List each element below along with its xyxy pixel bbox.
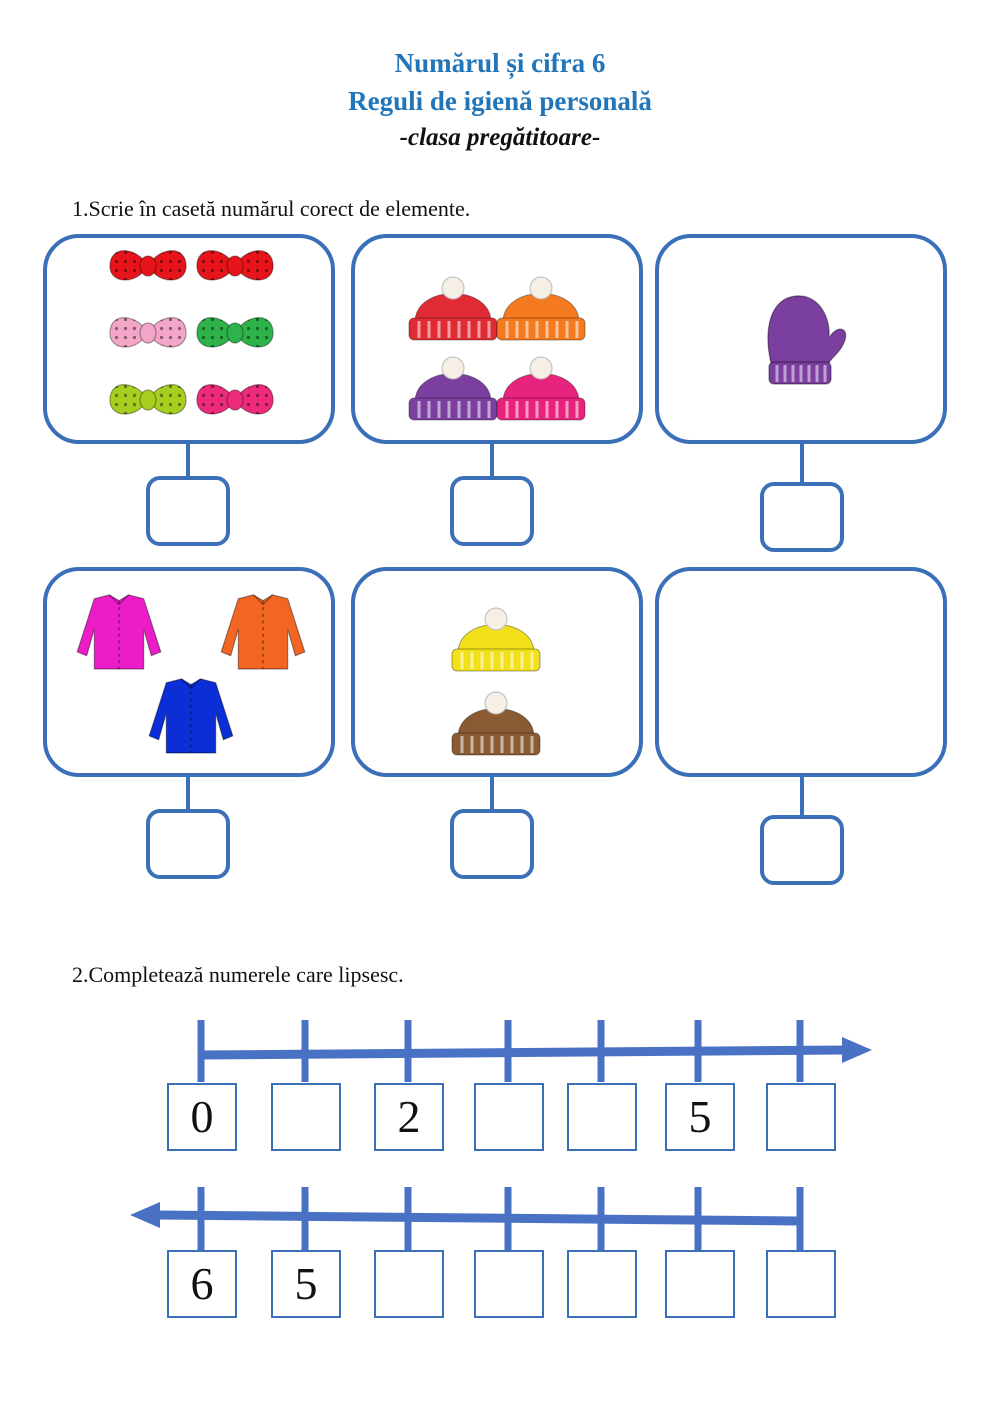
arrow-left-icon — [130, 1202, 160, 1228]
backward-number-box-3[interactable] — [474, 1250, 544, 1318]
title-line-2: Reguli de igienă personală — [348, 86, 652, 116]
answer-box-6[interactable] — [760, 815, 844, 885]
backward-number-box-0: 6 — [167, 1250, 237, 1318]
forward-number-box-6[interactable] — [766, 1083, 836, 1151]
answer-box-3[interactable] — [760, 482, 844, 552]
title-line-1: Numărul și cifra 6 — [394, 48, 606, 78]
answer-box-1[interactable] — [146, 476, 230, 546]
answer-box-2[interactable] — [450, 476, 534, 546]
picture-card-4 — [43, 567, 335, 879]
forward-number-box-4[interactable] — [567, 1083, 637, 1151]
forward-number-box-0: 0 — [167, 1083, 237, 1151]
arrow-right-icon — [842, 1037, 872, 1063]
exercise-1-instruction: 1.Scrie în casetă numărul corect de elem… — [72, 196, 471, 221]
number-line-forward — [197, 1020, 872, 1082]
forward-number-box-1[interactable] — [271, 1083, 341, 1151]
exercise-2-instruction: 2.Completează numerele care lipsesc. — [72, 962, 404, 987]
subtitle: -clasa pregătitoare- — [399, 124, 601, 151]
picture-card-5 — [351, 567, 643, 879]
picture-card-3 — [655, 234, 947, 552]
number-line-backward — [130, 1187, 804, 1250]
picture-card-6 — [655, 567, 947, 885]
backward-number-box-2[interactable] — [374, 1250, 444, 1318]
answer-box-4[interactable] — [146, 809, 230, 879]
backward-number-box-5[interactable] — [665, 1250, 735, 1318]
forward-number-box-2: 2 — [374, 1083, 444, 1151]
answer-box-5[interactable] — [450, 809, 534, 879]
backward-number-box-1: 5 — [271, 1250, 341, 1318]
picture-card-1 — [43, 234, 335, 546]
backward-number-box-4[interactable] — [567, 1250, 637, 1318]
picture-card-2 — [351, 234, 643, 546]
forward-number-box-5: 5 — [665, 1083, 735, 1151]
mitten-icon — [767, 295, 847, 385]
forward-number-box-3[interactable] — [474, 1083, 544, 1151]
backward-number-box-6[interactable] — [766, 1250, 836, 1318]
